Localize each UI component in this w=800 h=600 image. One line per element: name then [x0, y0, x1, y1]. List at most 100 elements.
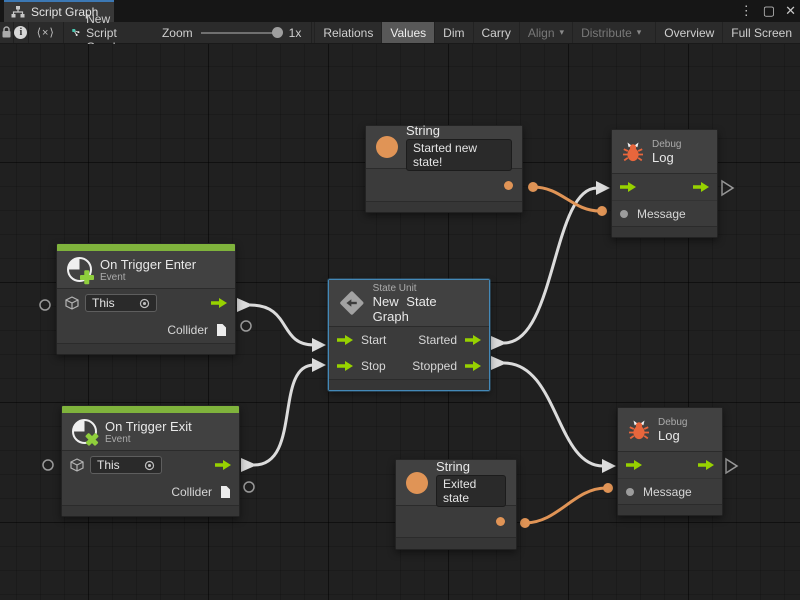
wire-stopped-to-log: [502, 361, 605, 468]
string-value-field[interactable]: Exited state: [436, 474, 506, 507]
node-debug-log-top[interactable]: Debug Log Message: [611, 129, 718, 238]
flow-input-arrow: [312, 338, 326, 352]
flow-output-port[interactable]: [465, 361, 481, 371]
zoom-slider[interactable]: [200, 26, 283, 38]
object-picker-icon[interactable]: [139, 298, 150, 309]
carry-label: Carry: [481, 25, 511, 40]
node-subtitle: Event: [100, 271, 126, 283]
flow-input-port[interactable]: [337, 335, 353, 345]
node-title: On Trigger Exit: [105, 418, 192, 434]
zoom-control: Zoom 1x: [144, 22, 313, 43]
menu-icon[interactable]: ⋮: [739, 3, 753, 18]
value-input-port[interactable]: [620, 209, 628, 218]
node-subtitle: Debug: [652, 138, 682, 150]
flow-input-port[interactable]: [337, 361, 353, 371]
port-label: Message: [643, 484, 692, 499]
distribute-dropdown[interactable]: Distribute ▾: [572, 22, 649, 43]
flow-output-port[interactable]: [698, 460, 714, 470]
flow-output-spout: [237, 298, 253, 312]
fullscreen-label: Full Screen: [731, 25, 792, 40]
close-icon[interactable]: ✕: [785, 3, 796, 18]
flow-output-port[interactable]: [215, 460, 231, 470]
node-title: String: [406, 123, 440, 138]
node-on-trigger-exit[interactable]: On Trigger Exit Event This Collider: [61, 405, 240, 517]
node-title: Log: [658, 427, 680, 443]
node-title: New State Graph: [372, 293, 437, 324]
gameobject-cube-icon: [70, 458, 84, 472]
value-wire-dot: [520, 518, 530, 528]
unconnected-flow-port: [721, 179, 735, 197]
flow-output-spout: [491, 356, 507, 370]
graph-hierarchy-icon: [11, 6, 25, 18]
tab-script-graph[interactable]: Script Graph: [4, 0, 114, 22]
flow-output-port[interactable]: [211, 298, 227, 308]
string-output-row: [366, 169, 522, 201]
x-icon: [85, 432, 99, 446]
info-button[interactable]: i: [14, 22, 29, 43]
value-output-port[interactable]: [504, 180, 513, 190]
string-output-row: [396, 506, 516, 537]
code-view-button[interactable]: ⟨×⟩: [29, 22, 65, 43]
flow-input-port[interactable]: [626, 460, 642, 470]
wire-string-to-message-top: [531, 185, 602, 213]
collider-value-icon[interactable]: [220, 485, 231, 499]
gameobject-cube-icon: [65, 296, 79, 310]
value-input-port[interactable]: [626, 487, 634, 496]
node-footer: [618, 504, 722, 515]
fullscreen-button[interactable]: Full Screen: [722, 22, 800, 43]
unconnected-port: [39, 299, 51, 311]
title-bar: Script Graph ⋮ ▢ ✕: [0, 0, 800, 22]
unconnected-flow-port: [725, 457, 739, 475]
node-string-top[interactable]: String Started new state!: [365, 123, 523, 213]
node-footer: [57, 343, 235, 354]
value-output-port[interactable]: [496, 517, 505, 526]
string-type-icon: [406, 471, 428, 494]
port-label: Start: [361, 333, 387, 347]
flow-input-arrow: [602, 459, 616, 473]
relations-label: Relations: [323, 25, 374, 40]
code-icon: ⟨×⟩: [36, 27, 55, 39]
overview-button[interactable]: Overview: [655, 22, 722, 43]
object-picker-icon[interactable]: [144, 460, 155, 471]
port-label: Message: [637, 206, 686, 221]
node-on-trigger-enter[interactable]: On Trigger Enter Event This Collider: [56, 243, 236, 355]
flow-output-port[interactable]: [465, 335, 481, 345]
values-label: Values: [390, 25, 427, 40]
wire-string-to-message-bottom: [523, 486, 608, 525]
node-string-bottom[interactable]: String Exited state: [395, 459, 517, 550]
event-color-bar: [62, 406, 239, 413]
port-label: Started: [418, 333, 457, 347]
node-subtitle: Debug: [658, 416, 688, 428]
flow-input-port[interactable]: [620, 182, 636, 192]
collider-value-icon[interactable]: [216, 323, 227, 337]
maximize-icon[interactable]: ▢: [762, 3, 776, 18]
node-debug-log-bottom[interactable]: Debug Log Message: [617, 407, 723, 516]
target-object-field[interactable]: This: [90, 456, 162, 474]
event-icon: [67, 257, 94, 284]
node-state-unit[interactable]: State Unit New State Graph Start Started…: [328, 279, 490, 391]
align-dropdown[interactable]: Align ▾: [518, 22, 572, 43]
flow-input-arrow: [312, 358, 326, 372]
target-value: This: [92, 296, 115, 310]
node-footer: [612, 226, 717, 237]
flow-output-port[interactable]: [693, 182, 709, 192]
flow-output-spout: [491, 336, 507, 350]
chevron-down-icon: ▾: [636, 27, 642, 37]
plus-icon: [80, 270, 94, 284]
port-label: Stopped: [412, 359, 457, 373]
string-value-field[interactable]: Started new state!: [406, 139, 512, 171]
dim-button[interactable]: Dim: [434, 22, 472, 43]
zoom-label: Zoom: [161, 25, 193, 40]
graph-breadcrumb[interactable]: New Script Graph: [64, 12, 144, 54]
carry-button[interactable]: Carry: [472, 22, 519, 43]
node-footer: [396, 537, 516, 549]
port-label: Collider: [171, 485, 212, 499]
values-button[interactable]: Values: [381, 22, 435, 43]
lock-button[interactable]: [0, 22, 15, 43]
relations-button[interactable]: Relations: [314, 22, 381, 43]
event-icon: [72, 419, 97, 444]
graph-canvas[interactable]: String Started new state!: [0, 44, 800, 600]
target-object-field[interactable]: This: [85, 294, 157, 312]
unconnected-port: [240, 320, 252, 332]
zoom-slider-handle[interactable]: [271, 26, 283, 38]
